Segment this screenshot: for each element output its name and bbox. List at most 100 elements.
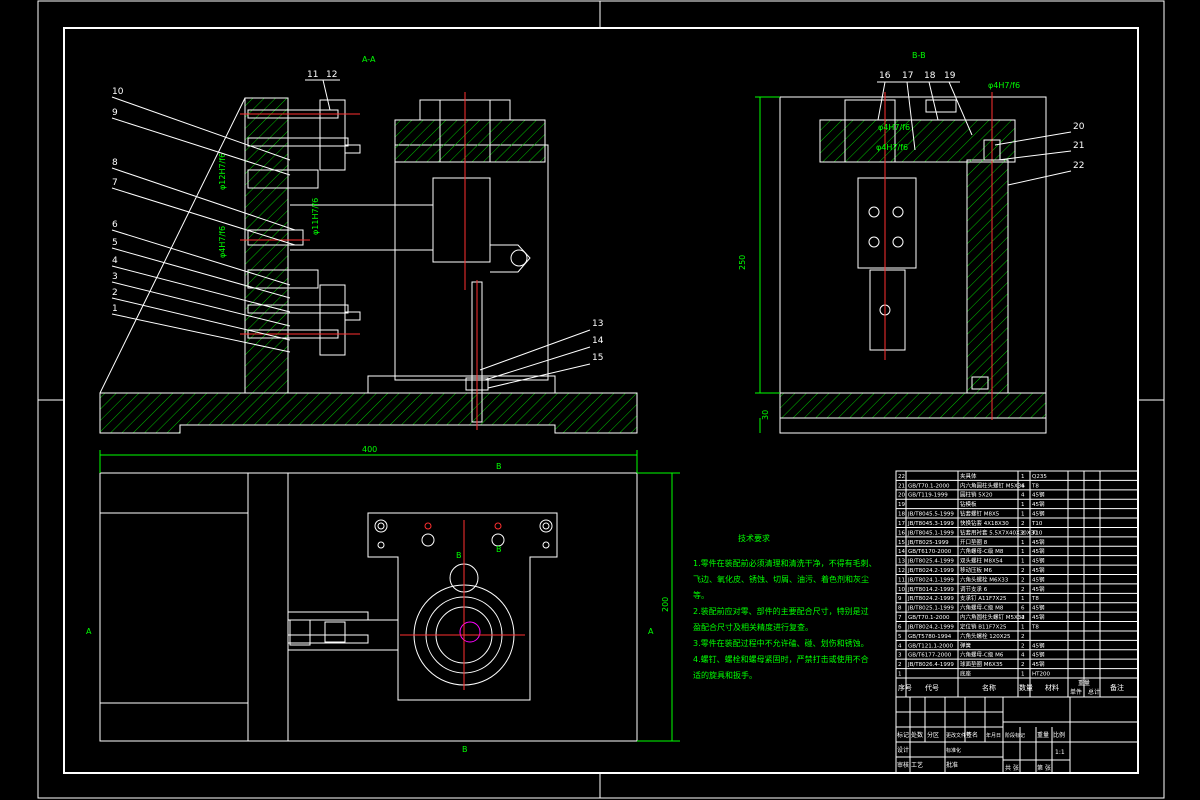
bom-cell: T10 xyxy=(1031,530,1043,536)
bom-cell: JB/T8045.3-1999 xyxy=(907,521,954,527)
part-numbers-right-bb: 20 21 22 xyxy=(994,122,1085,186)
bom-cell: 2 xyxy=(1021,662,1025,668)
bom-cell: 夹具体 xyxy=(960,472,977,480)
fit-callout-phi11: φ11H7/f6 xyxy=(311,198,320,235)
svg-text:3.零件在装配过程中不允许磕、碰、划伤和锈蚀。: 3.零件在装配过程中不允许磕、碰、划伤和锈蚀。 xyxy=(693,638,869,648)
bom-cell: 18 xyxy=(898,512,905,518)
bom-cell: T8 xyxy=(1031,483,1039,489)
dim-250: 250 xyxy=(738,255,747,270)
bom-cell: 2 xyxy=(1021,643,1025,649)
bom-cell: 内六角圆柱头螺钉 M5X32 xyxy=(960,613,1025,621)
bom-cell: 13 xyxy=(898,559,905,565)
svg-text:2: 2 xyxy=(112,288,118,298)
bom-cell: 6 xyxy=(898,624,902,630)
bom-cell: JB/T8024.2-1999 xyxy=(907,596,954,602)
svg-text:处数: 处数 xyxy=(911,731,923,739)
svg-text:签名: 签名 xyxy=(966,731,978,739)
bom-cell: 45钢 xyxy=(1032,557,1045,565)
bom-cell: 45钢 xyxy=(1032,660,1045,668)
bom-cell: JB/T8014.2-1999 xyxy=(907,587,954,593)
bom-cell: 45钢 xyxy=(1032,510,1045,518)
svg-text:7: 7 xyxy=(112,178,118,188)
bom-cell: 1 xyxy=(1021,672,1025,678)
bom-cell: Q235 xyxy=(1032,474,1047,480)
svg-text:3: 3 xyxy=(112,272,118,282)
tech-notes-title: 技术要求 xyxy=(738,533,770,543)
bom-cell: 1 xyxy=(1021,502,1025,508)
svg-text:单件: 单件 xyxy=(1070,688,1082,696)
svg-text:材料: 材料 xyxy=(1045,683,1059,692)
bom-cell: JB/T8025.4-1999 xyxy=(907,559,954,565)
bom-cell: 1 xyxy=(1021,474,1025,480)
bom-cell: 钻模板 xyxy=(960,500,977,508)
section-arrow-b-inner1: B xyxy=(456,551,462,560)
bom-cell: 45钢 xyxy=(1032,613,1045,621)
bom-cell: 45钢 xyxy=(1032,547,1045,555)
bom-cell: 14 xyxy=(898,549,905,555)
fit-callout-phi4-c: φ4H7/f6 xyxy=(988,81,1020,90)
bom-cell: 19 xyxy=(898,502,905,508)
bom-cell: 弹簧 xyxy=(960,641,972,649)
svg-text:盈配合尺寸及相关精度进行复查。: 盈配合尺寸及相关精度进行复查。 xyxy=(693,622,813,632)
svg-text:8: 8 xyxy=(112,158,118,168)
svg-text:阶段标记: 阶段标记 xyxy=(1005,732,1025,739)
bom-cell: 球面垫圈 M6X35 xyxy=(960,660,1003,668)
svg-text:16: 16 xyxy=(879,71,891,81)
bom-cell: 调节支承 6 xyxy=(960,585,988,593)
section-arrow-a-left: A xyxy=(86,627,92,636)
bom-cell: JB/T8024.2-1999 xyxy=(907,568,954,574)
bom-cell: 快换钻套 4X18X30 xyxy=(960,519,1009,527)
bom-cell: GB/T70.1-2000 xyxy=(908,615,950,621)
bom-cell: 20 xyxy=(898,493,905,499)
svg-text:20: 20 xyxy=(1073,122,1085,132)
svg-text:标记: 标记 xyxy=(897,731,909,739)
svg-text:飞边、氧化皮、锈蚀、切屑、油污、着色剂和灰尘: 飞边、氧化皮、锈蚀、切屑、油污、着色剂和灰尘 xyxy=(693,574,869,584)
svg-text:批准: 批准 xyxy=(946,761,958,769)
bom-cell: 2 xyxy=(1021,568,1025,574)
bom-cell: 六角螺母-C级 M8 xyxy=(960,604,1004,612)
svg-text:12: 12 xyxy=(326,70,337,80)
svg-text:2.装配前应对零、部件的主要配合尺寸，特别是过: 2.装配前应对零、部件的主要配合尺寸，特别是过 xyxy=(693,606,869,616)
bom-cell: 开口垫圈 8 xyxy=(960,538,988,546)
section-arrow-a-right: A xyxy=(648,627,654,636)
dim-200: 200 xyxy=(661,597,670,612)
bom-cell: 移动压板 M6 xyxy=(960,566,992,574)
svg-text:名称: 名称 xyxy=(982,683,996,692)
bom-cell: JB/T8045.1-1999 xyxy=(907,530,954,536)
bom-cell: 4 xyxy=(1021,493,1025,499)
section-label-aa: A-A xyxy=(362,55,376,64)
bom-cell: JB/T8045.5-1999 xyxy=(907,512,954,518)
bom-cell: 11 xyxy=(898,577,905,583)
bom-cell: 六角头螺栓 M6X33 xyxy=(960,575,1009,583)
section-label-bb: B-B xyxy=(912,51,926,60)
bom-cell: JB/T8024.2-1999 xyxy=(907,624,954,630)
bom-cell: HT200 xyxy=(1032,672,1050,678)
svg-text:共 张: 共 张 xyxy=(1005,764,1019,772)
bom-cell: 4 xyxy=(1021,483,1025,489)
bom-cell: 7 xyxy=(898,615,902,621)
bom-cell: GB/T119-1999 xyxy=(908,493,948,499)
svg-text:6: 6 xyxy=(112,220,118,230)
bom-cell: 支承钉 A11F7X25 xyxy=(960,594,1007,602)
bom-cell: 5 xyxy=(898,634,902,640)
bom-cell: 45钢 xyxy=(1032,500,1045,508)
bom-cell: 4 xyxy=(1021,653,1025,659)
bom-cell: 15 xyxy=(898,540,905,546)
bom-cell: 45钢 xyxy=(1032,575,1045,583)
svg-text:标准化: 标准化 xyxy=(946,747,961,754)
bom-cell: 六角螺母-C级 M6 xyxy=(960,651,1004,659)
fit-callout-phi12: φ12H7/f6 xyxy=(218,153,227,190)
svg-text:备注: 备注 xyxy=(1110,683,1124,692)
bom-cell: 45钢 xyxy=(1032,566,1045,574)
leader-lines-left xyxy=(111,96,296,353)
bom-cell: 45钢 xyxy=(1032,604,1045,612)
svg-text:14: 14 xyxy=(592,336,604,346)
bom-cell: 2 xyxy=(1021,634,1025,640)
bom-cell: 4 xyxy=(1021,615,1025,621)
svg-text:等。: 等。 xyxy=(693,590,709,600)
bom-cell: 45钢 xyxy=(1032,491,1045,499)
svg-text:1.零件在装配前必须清理和清洗干净，不得有毛刺、: 1.零件在装配前必须清理和清洗干净，不得有毛刺、 xyxy=(693,558,877,568)
section-arrow-b-top: B xyxy=(496,462,502,471)
